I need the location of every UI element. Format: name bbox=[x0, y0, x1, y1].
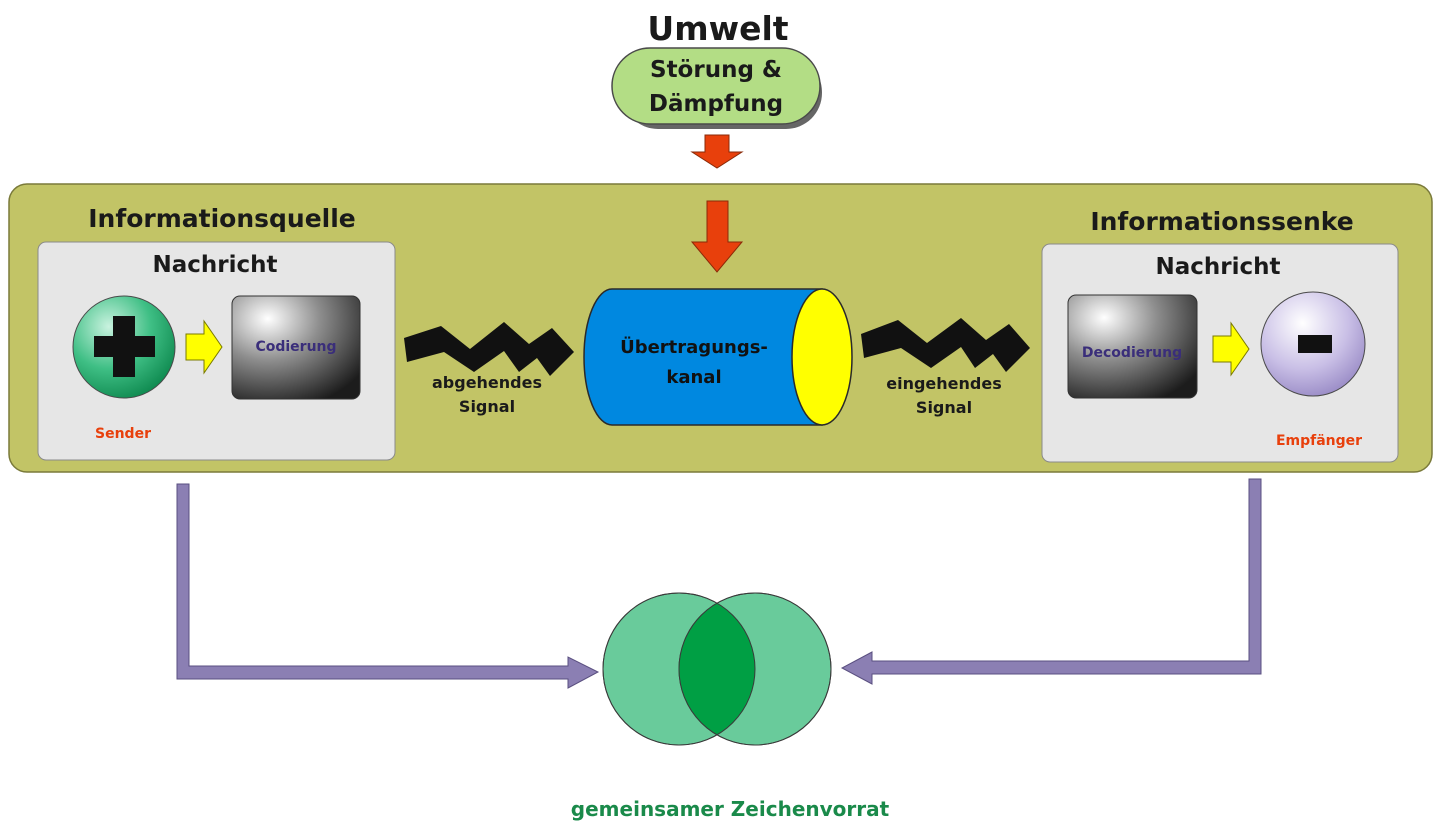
receiver-label: Empfänger bbox=[1276, 433, 1362, 449]
outgoing-signal-line1: abgehendes bbox=[432, 373, 542, 392]
source-message-title: Nachricht bbox=[152, 252, 277, 278]
purple-arrow-right bbox=[840, 478, 1262, 685]
sink-title: Informationssenke bbox=[1090, 207, 1353, 236]
plus-icon bbox=[94, 316, 155, 377]
source-title: Informationsquelle bbox=[88, 204, 356, 233]
outgoing-signal-line2: Signal bbox=[459, 397, 515, 416]
purple-arrow-left bbox=[176, 483, 600, 689]
channel-label-line1: Übertragungs- bbox=[620, 336, 768, 358]
minus-icon bbox=[1298, 335, 1332, 353]
incoming-signal-bolt bbox=[861, 318, 1030, 372]
outgoing-signal-bolt bbox=[404, 322, 574, 376]
coding-box bbox=[231, 295, 361, 400]
noise-label-line2: Dämpfung bbox=[649, 91, 783, 117]
yellow-arrow-sink bbox=[1212, 321, 1250, 377]
channel-cylinder bbox=[583, 288, 853, 426]
decoding-label: Decodierung bbox=[1082, 345, 1182, 361]
channel-label-line2: kanal bbox=[666, 367, 721, 388]
yellow-arrow-source bbox=[185, 319, 223, 375]
noise-label-line1: Störung & bbox=[650, 57, 782, 83]
noise-pill bbox=[611, 47, 822, 129]
sender-label: Sender bbox=[95, 426, 151, 442]
decoding-box bbox=[1067, 294, 1198, 399]
incoming-signal-line1: eingehendes bbox=[886, 374, 1002, 393]
sink-message-title: Nachricht bbox=[1155, 254, 1280, 280]
shared-character-set-venn bbox=[602, 592, 832, 746]
shared-character-set-label: gemeinsamer Zeichenvorrat bbox=[571, 797, 890, 821]
coding-label: Codierung bbox=[255, 339, 336, 355]
incoming-signal-line2: Signal bbox=[916, 398, 972, 417]
red-arrow-environment bbox=[690, 134, 744, 169]
environment-title: Umwelt bbox=[647, 9, 788, 48]
red-arrow-channel bbox=[690, 200, 744, 273]
